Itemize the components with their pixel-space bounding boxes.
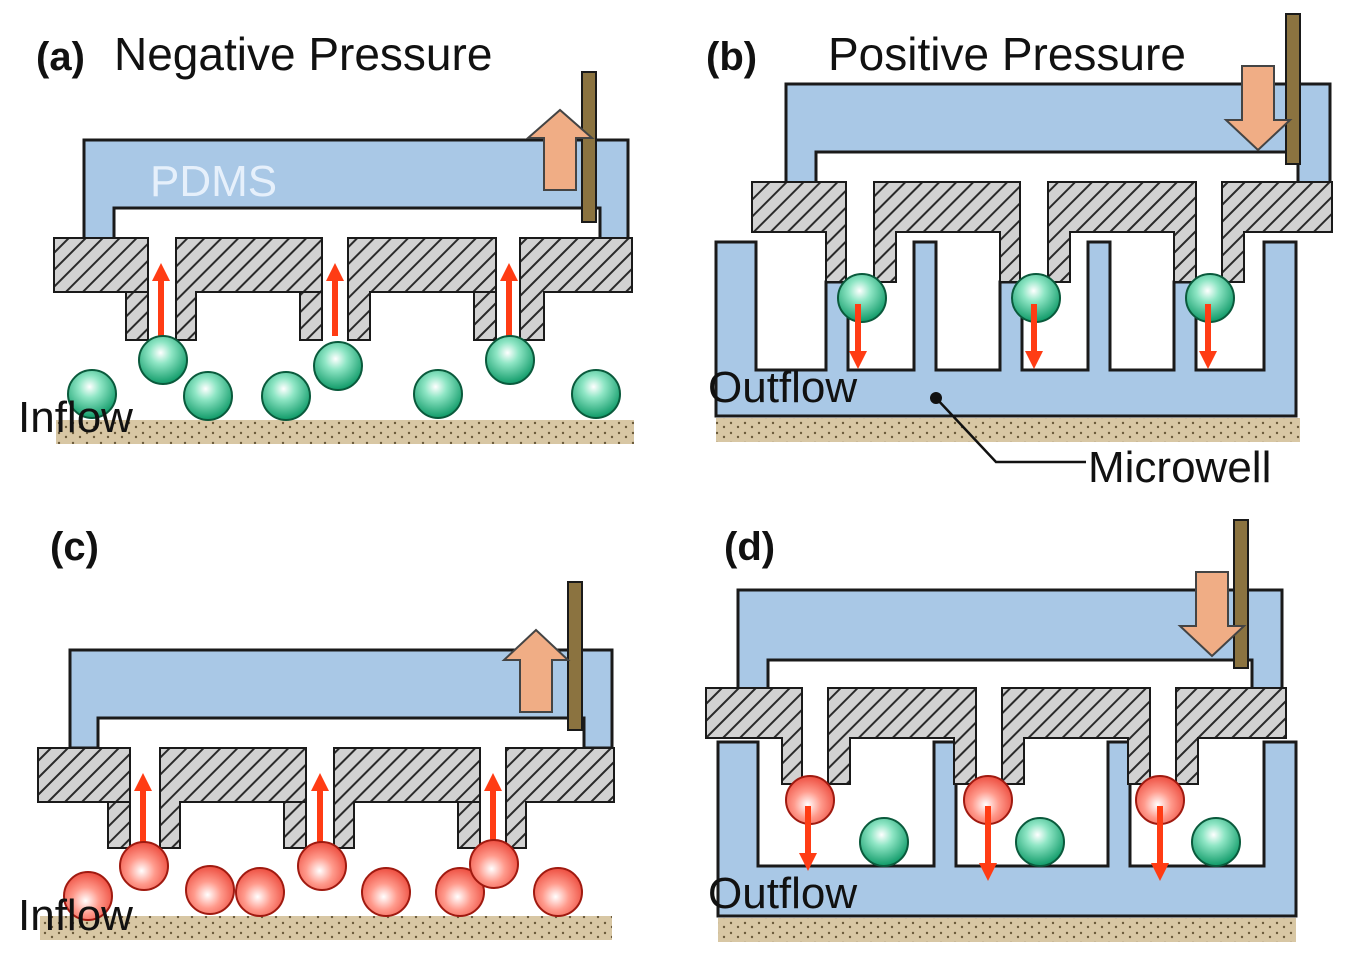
green-cell (1015, 817, 1065, 867)
panel-c-label: (c) (50, 525, 99, 569)
actuator-rod (567, 581, 583, 731)
actuator-rod (1233, 519, 1249, 669)
inflow-label-a: Inflow (18, 393, 133, 442)
hatched-plate (37, 747, 615, 849)
panel-b-title: Positive Pressure (828, 28, 1186, 80)
green-cell (859, 817, 909, 867)
hatched-plate (53, 237, 633, 341)
substrate (716, 418, 1300, 442)
panel-a: (a) Negative Pressure PDMS (18, 28, 634, 444)
inflow-label-c: Inflow (18, 891, 133, 940)
outflow-label-d: Outflow (708, 869, 857, 918)
panel-d: (d) Outflow (705, 519, 1298, 942)
substrate (40, 916, 612, 940)
pressure-up-arrow (501, 628, 571, 713)
substrate (718, 918, 1296, 942)
panel-a-label: (a) (36, 35, 85, 79)
microwell-label: Microwell (1088, 443, 1271, 492)
outflow-label-b: Outflow (708, 363, 857, 412)
hatched-plate (751, 181, 1333, 283)
panel-a-title: Negative Pressure (114, 28, 492, 80)
actuator-rod (581, 71, 597, 223)
pressure-down-arrow (1177, 571, 1247, 658)
panel-b-label: (b) (706, 35, 757, 79)
green-cell (1191, 817, 1241, 867)
green-cells (67, 335, 621, 421)
pressure-down-arrow (1223, 65, 1293, 152)
hatched-plate (705, 687, 1287, 785)
panel-b: (b) Positive Pressure Outflow Microwell (706, 13, 1333, 492)
panel-d-label: (d) (724, 525, 775, 569)
pdms-label: PDMS (150, 157, 277, 206)
pressure-up-arrow (525, 108, 595, 191)
green-cell (837, 273, 887, 323)
callout-line (935, 397, 1086, 464)
red-cells (63, 839, 583, 921)
panel-c: (c) Inflow (18, 525, 615, 940)
substrate (56, 420, 634, 444)
actuator-rod (1285, 13, 1301, 165)
